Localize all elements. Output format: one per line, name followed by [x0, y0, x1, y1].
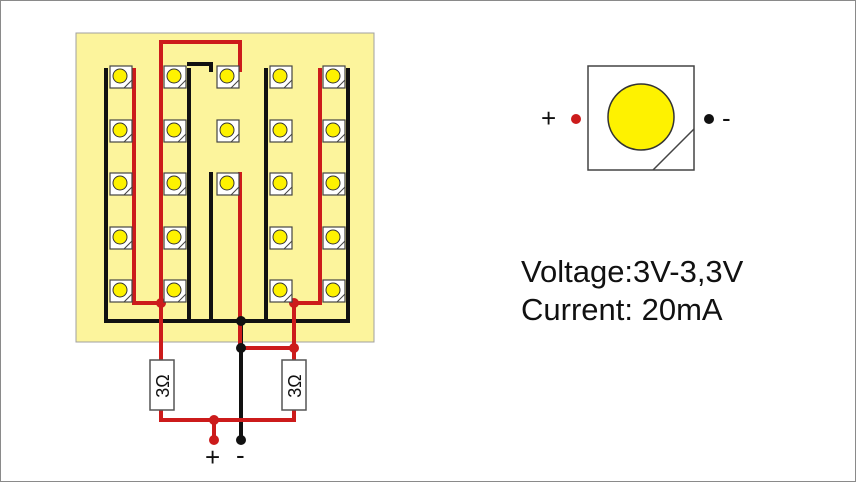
led-pad	[269, 119, 293, 143]
led-anode-dot	[571, 114, 581, 124]
led-pad	[269, 279, 293, 303]
led-pad	[163, 119, 187, 143]
led-pad	[322, 226, 346, 250]
resistor-right: 3Ω	[281, 359, 307, 411]
supply-minus-terminal	[236, 435, 246, 445]
voltage-spec: Voltage:3V-3,3V	[521, 254, 744, 289]
led-pad	[216, 65, 240, 89]
led-symbol	[571, 65, 714, 171]
led-pad	[216, 172, 240, 196]
led-cathode-dot	[704, 114, 714, 124]
supply-plus-terminal	[209, 435, 219, 445]
led-pad	[322, 119, 346, 143]
supply-plus-label: +	[205, 442, 221, 472]
led-pad	[109, 279, 133, 303]
led-pad	[109, 65, 133, 89]
supply-minus-label: -	[236, 440, 245, 470]
led-pad	[163, 279, 187, 303]
led-plus-label: +	[541, 103, 557, 133]
led-pad	[322, 65, 346, 89]
led-chip	[607, 83, 675, 151]
led-pad	[109, 226, 133, 250]
led-pad	[109, 119, 133, 143]
led-pad	[269, 226, 293, 250]
resistor-left-label: 3Ω	[153, 374, 173, 397]
led-pad	[163, 226, 187, 250]
led-pad	[163, 172, 187, 196]
current-spec: Current: 20mA	[521, 292, 723, 327]
led-pad	[163, 65, 187, 89]
led-grid	[109, 65, 346, 303]
led-pad	[269, 172, 293, 196]
led-pad	[269, 65, 293, 89]
led-pad	[216, 119, 240, 143]
led-pad	[322, 279, 346, 303]
resistor-left: 3Ω	[149, 359, 175, 411]
led-pad	[109, 172, 133, 196]
led-minus-label: -	[722, 103, 731, 133]
resistor-right-label: 3Ω	[285, 374, 305, 397]
led-pad	[322, 172, 346, 196]
